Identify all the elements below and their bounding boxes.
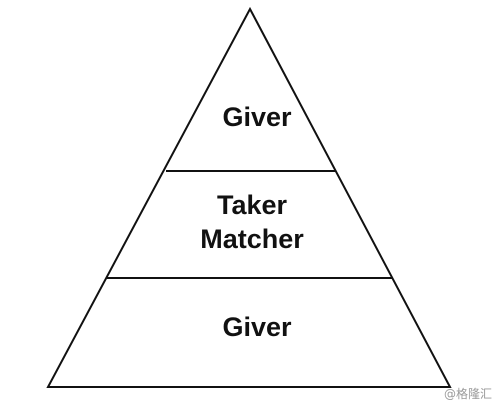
- tier-top: Giver: [222, 102, 292, 132]
- tier-bottom: Giver: [222, 312, 292, 342]
- watermark-text: @格隆汇: [444, 386, 492, 401]
- tier-top-label: Giver: [222, 102, 292, 132]
- tier-middle: Taker Matcher: [200, 190, 304, 254]
- tier-bottom-label: Giver: [222, 312, 292, 342]
- pyramid-outline: [46, 6, 452, 388]
- tier-middle-label-line-2: Matcher: [200, 224, 304, 254]
- tier-middle-label-line-1: Taker: [217, 190, 288, 220]
